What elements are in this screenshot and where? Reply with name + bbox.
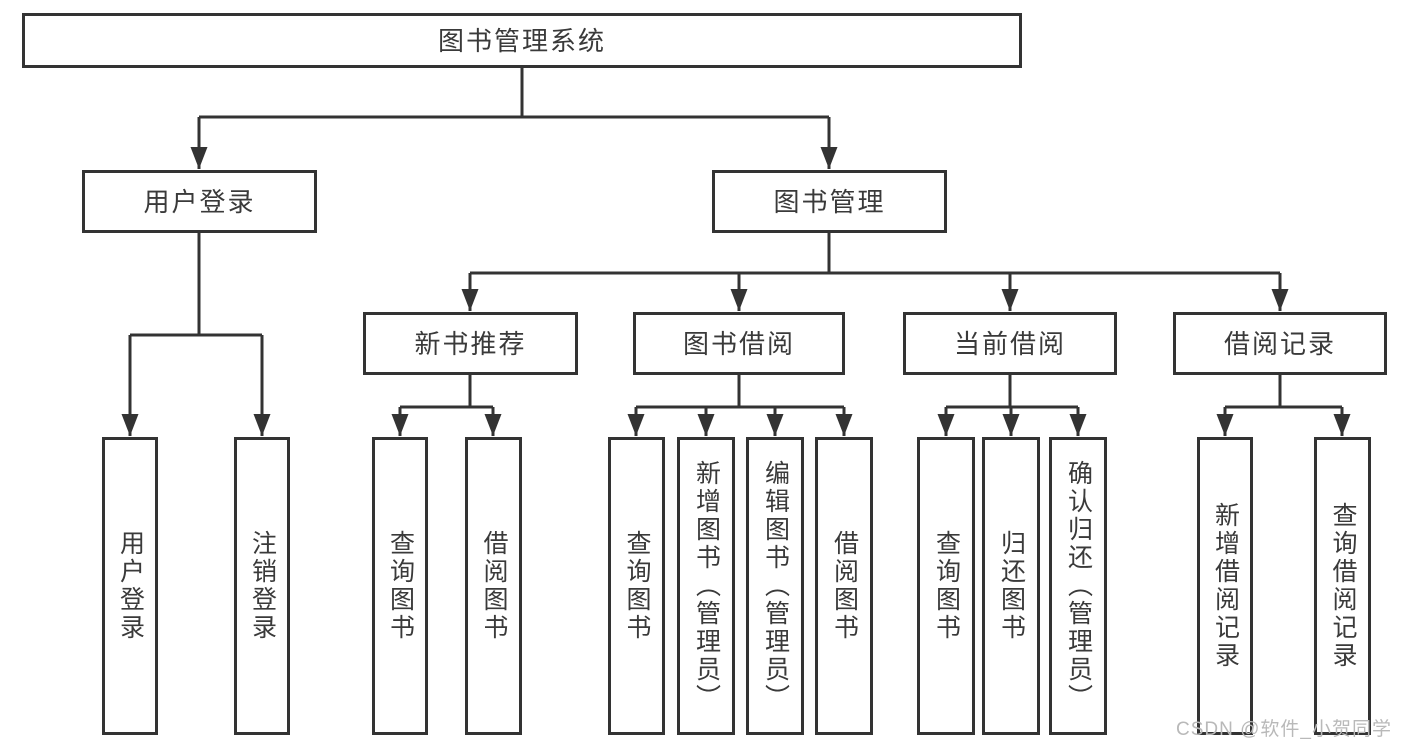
- leaf-nb-borrow-books: 借阅图书: [465, 437, 522, 735]
- node-label: 查询图书: [932, 530, 961, 642]
- node-label: 查询图书: [623, 530, 651, 642]
- watermark: CSDN @软件_小贺同学: [1176, 719, 1392, 740]
- leaf-bb-edit-books-admin: 编辑图书（管理员）: [746, 437, 804, 735]
- connector-new-book: [400, 375, 493, 409]
- leaf-br-add-record: 新增借阅记录: [1197, 437, 1253, 735]
- node-current-borrowing: 当前借阅: [903, 312, 1117, 375]
- leaf-br-query-record: 查询借阅记录: [1314, 437, 1371, 735]
- leaf-bb-query-books: 查询图书: [608, 437, 665, 735]
- leaf-cb-query-books: 查询图书: [917, 437, 975, 735]
- leaf-cb-return-books: 归还图书: [982, 437, 1040, 735]
- node-book-borrowing: 图书借阅: [633, 312, 845, 375]
- connector-book-borrowing: [636, 375, 844, 409]
- node-label: 用户登录: [143, 186, 256, 217]
- leaf-bb-borrow-books: 借阅图书: [815, 437, 873, 735]
- node-user-login: 用户登录: [82, 170, 317, 233]
- node-label: 确认归还（管理员）: [1064, 460, 1093, 712]
- node-label: 当前借阅: [953, 328, 1066, 359]
- node-label: 借阅图书: [830, 530, 859, 642]
- node-borrowing-records: 借阅记录: [1173, 312, 1387, 375]
- node-label: 查询借阅记录: [1329, 502, 1357, 670]
- leaf-logout: 注销登录: [234, 437, 290, 735]
- leaf-cb-confirm-return-admin: 确认归还（管理员）: [1049, 437, 1107, 735]
- node-label: 新书推荐: [414, 328, 527, 359]
- leaf-bb-add-books-admin: 新增图书（管理员）: [677, 437, 735, 735]
- node-label: 编辑图书（管理员）: [761, 460, 790, 712]
- node-label: 查询图书: [386, 530, 415, 642]
- connector-user-login: [130, 233, 262, 337]
- node-label: 借阅图书: [480, 530, 508, 642]
- node-new-book-recommendation: 新书推荐: [363, 312, 578, 375]
- connector-book-management: [470, 233, 1280, 275]
- node-label: 新增图书（管理员）: [692, 460, 721, 712]
- node-label: 新增借阅记录: [1211, 502, 1240, 670]
- node-label: 图书借阅: [682, 328, 795, 359]
- node-label: 用户登录: [116, 530, 145, 642]
- node-label: 注销登录: [248, 530, 277, 642]
- leaf-user-login: 用户登录: [102, 437, 158, 735]
- node-root: 图书管理系统: [22, 13, 1022, 68]
- connector-root: [199, 68, 829, 119]
- connector-borrowing-records: [1225, 375, 1342, 409]
- node-book-management: 图书管理: [712, 170, 947, 233]
- node-label: 借阅记录: [1223, 328, 1336, 359]
- node-label: 图书管理: [773, 186, 886, 217]
- node-label: 归还图书: [997, 530, 1026, 642]
- connector-current-borrowing: [946, 375, 1078, 409]
- leaf-nb-query-books: 查询图书: [372, 437, 428, 735]
- node-label: 图书管理系统: [437, 25, 606, 56]
